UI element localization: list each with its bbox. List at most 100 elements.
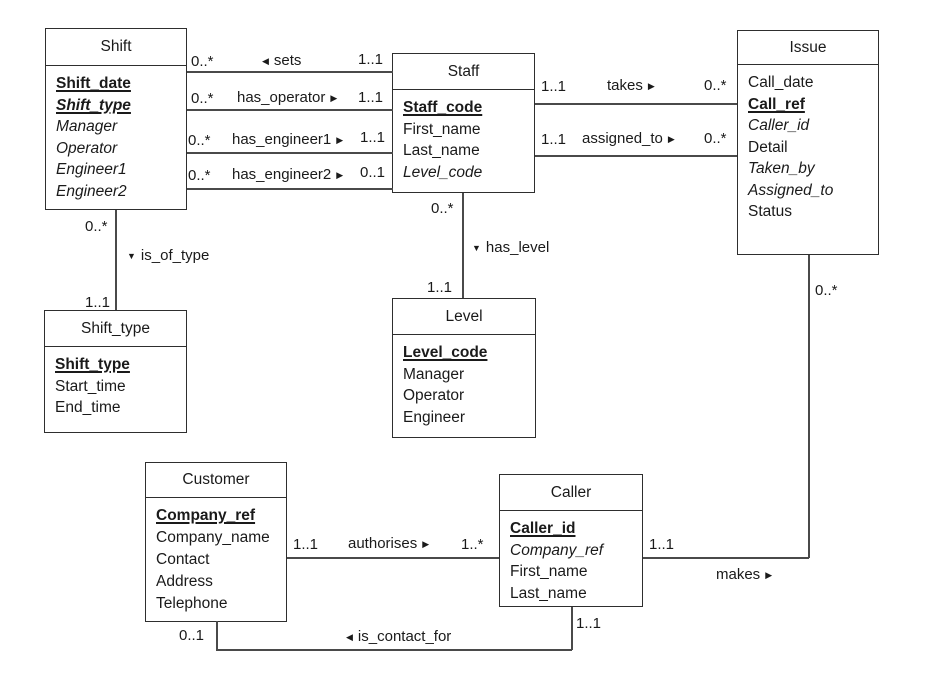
- line-authorises: [287, 557, 499, 559]
- cardinality-shift-has-operator: 0..*: [191, 90, 214, 107]
- line-makes-horizontal: [643, 557, 809, 559]
- line-is-of-type: [115, 210, 117, 310]
- line-has-level: [462, 193, 464, 298]
- attribute-level-code: Level_code: [403, 163, 483, 181]
- attribute-last-name: Last_name: [403, 142, 480, 159]
- attribute-engineer: Engineer: [403, 408, 466, 426]
- relation-label-has-engineer2: has_engineer2 ▶: [232, 167, 343, 183]
- cardinality-caller-authorises: 1..*: [461, 536, 484, 553]
- attribute-start-time: Start_time: [55, 377, 126, 395]
- attribute-contact: Contact: [156, 551, 210, 568]
- entity-level: Level Level_code Manager Operator Engine…: [392, 298, 536, 438]
- down-arrow-icon: ▼: [472, 243, 481, 253]
- attribute-call-date: Call_date: [748, 74, 814, 91]
- cardinality-shift-type-is-of-type: 1..1: [85, 294, 111, 311]
- entity-issue-attributes: Call_date Call_ref Caller_id Detail Take…: [738, 65, 878, 254]
- entity-staff: Staff Staff_code First_name Last_name Le…: [392, 53, 535, 193]
- attribute-operator: Operator: [56, 139, 118, 157]
- attribute-shift-type: Shift_type: [56, 96, 131, 114]
- attribute-manager: Manager: [403, 365, 465, 383]
- attribute-assigned-to: Assigned_to: [748, 181, 834, 199]
- cardinality-staff-has-operator: 1..1: [358, 89, 384, 106]
- left-arrow-icon: ◀: [346, 632, 353, 642]
- line-sets: [187, 71, 393, 73]
- attribute-call-ref: Call_ref: [748, 95, 805, 113]
- line-assigned-to: [535, 155, 737, 157]
- relation-name-has-operator: has_operator: [237, 89, 326, 106]
- line-has-operator: [187, 109, 393, 111]
- attribute-detail: Detail: [748, 138, 788, 156]
- relation-name-makes: makes: [716, 566, 761, 583]
- entity-level-attributes: Level_code Manager Operator Engineer: [393, 335, 535, 437]
- relation-label-has-engineer1: has_engineer1▶: [232, 132, 343, 148]
- entity-level-title: Level: [393, 299, 535, 335]
- relation-name-has-level: has_level: [485, 239, 550, 256]
- entity-shift-type: Shift_type Shift_type Start_time End_tim…: [44, 310, 187, 433]
- attribute-shift-type: Shift_type: [55, 356, 130, 373]
- relation-label-is-contact-for: ◀ is_contact_for: [346, 629, 451, 645]
- cardinality-caller-makes: 1..1: [649, 536, 675, 553]
- line-has-engineer1: [187, 152, 393, 154]
- attribute-status: Status: [748, 203, 792, 220]
- entity-customer: Customer Company_ref Company_name Contac…: [145, 462, 287, 622]
- cardinality-customer-authorises: 1..1: [293, 536, 319, 553]
- right-arrow-icon: ▶: [765, 570, 773, 580]
- relation-name-has-engineer1: has_engineer1: [232, 131, 332, 148]
- line-is-contact-for-right: [571, 607, 573, 650]
- attribute-telephone: Telephone: [156, 595, 228, 612]
- relation-name-sets: sets: [273, 52, 302, 69]
- cardinality-customer-is-contact-for: 0..1: [179, 627, 205, 644]
- entity-shift-type-attributes: Shift_type Start_time End_time: [45, 347, 186, 432]
- entity-staff-attributes: Staff_code First_name Last_name Level_co…: [393, 90, 534, 192]
- entity-caller-title: Caller: [500, 475, 642, 511]
- cardinality-staff-has-engineer1: 1..1: [360, 129, 386, 146]
- relation-name-has-engineer2: has_engineer2: [232, 166, 332, 183]
- cardinality-staff-has-engineer2: 0..1: [360, 164, 386, 181]
- attribute-caller-id: Caller_id: [748, 117, 810, 134]
- relation-label-has-level: ▼ has_level: [472, 240, 549, 256]
- attribute-manager: Manager: [56, 118, 118, 135]
- entity-staff-title: Staff: [393, 54, 534, 90]
- cardinality-level-has-level: 1..1: [427, 279, 453, 296]
- relation-label-sets: ◀ sets: [262, 53, 301, 69]
- attribute-taken-by: Taken_by: [748, 160, 815, 177]
- entity-issue-title: Issue: [738, 31, 878, 65]
- attribute-staff-code: Staff_code: [403, 99, 483, 116]
- relation-name-is-contact-for: is_contact_for: [357, 628, 452, 645]
- line-is-contact-for-bottom: [216, 649, 572, 651]
- attribute-first-name: First_name: [510, 563, 588, 580]
- cardinality-issue-assigned-to: 0..*: [704, 130, 727, 147]
- cardinality-shift-sets: 0..*: [191, 53, 214, 70]
- relation-label-is-of-type: ▼is_of_type: [127, 248, 209, 264]
- attribute-level-code: Level_code: [403, 344, 488, 361]
- cardinality-staff-assigned-to: 1..1: [541, 131, 567, 148]
- relation-label-takes: takes▶: [607, 78, 655, 94]
- cardinality-shift-has-engineer1: 0..*: [188, 132, 211, 149]
- attribute-company-name: Company_name: [156, 529, 270, 546]
- attribute-address: Address: [156, 573, 213, 590]
- right-arrow-icon: ▶: [667, 134, 675, 144]
- attribute-operator: Operator: [403, 387, 465, 404]
- entity-shift: Shift Shift_date Shift_type Manager Oper…: [45, 28, 187, 210]
- entity-customer-attributes: Company_ref Company_name Contact Address…: [146, 498, 286, 621]
- attribute-end-time: End_time: [55, 399, 121, 416]
- relation-label-assigned-to: assigned_to▶: [582, 131, 675, 147]
- relation-name-is-of-type: is_of_type: [140, 247, 210, 264]
- left-arrow-icon: ◀: [262, 56, 269, 66]
- entity-customer-title: Customer: [146, 463, 286, 498]
- relation-name-takes: takes: [607, 77, 643, 94]
- cardinality-issue-makes: 0..*: [815, 282, 838, 299]
- cardinality-caller-is-contact-for: 1..1: [576, 615, 602, 632]
- right-arrow-icon: ▶: [336, 170, 344, 180]
- right-arrow-icon: ▶: [422, 539, 430, 549]
- attribute-shift-date: Shift_date: [56, 75, 131, 92]
- relation-label-makes: makes ▶: [716, 567, 772, 583]
- cardinality-staff-sets: 1..1: [358, 51, 384, 68]
- line-is-contact-for-left: [216, 621, 218, 650]
- relation-name-authorises: authorises: [348, 535, 418, 552]
- cardinality-shift-has-engineer2: 0..*: [188, 167, 211, 184]
- cardinality-issue-takes: 0..*: [704, 77, 727, 94]
- entity-caller: Caller Caller_id Company_ref First_name …: [499, 474, 643, 607]
- cardinality-shift-is-of-type: 0..*: [85, 218, 108, 235]
